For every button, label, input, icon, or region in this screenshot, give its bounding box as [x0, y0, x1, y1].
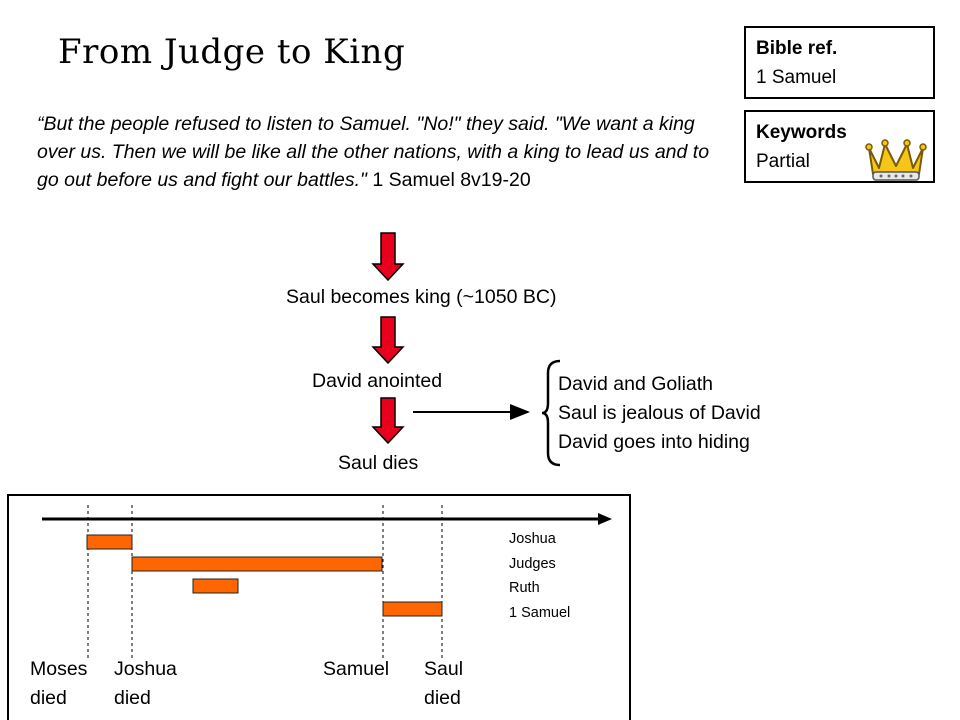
curly-brace-icon — [541, 359, 561, 467]
bible-ref-header: Bible ref. — [756, 38, 838, 59]
flow-step-david-anointed: David anointed — [312, 370, 443, 392]
label-saul-died: Saul died — [424, 655, 463, 713]
label-line: died — [424, 687, 461, 709]
crown-icon — [865, 139, 927, 181]
bible-ref-box: Bible ref. 1 Samuel — [744, 26, 935, 99]
quote-reference: 1 Samuel 8v19-20 — [366, 169, 531, 191]
scripture-quote: “But the people refused to listen to Sam… — [37, 110, 727, 194]
down-arrow-icon — [371, 397, 405, 445]
keywords-header: Keywords — [756, 122, 847, 143]
bar-judges — [131, 556, 383, 572]
flow-step-saul-dies: Saul dies — [338, 452, 419, 474]
timeline-frame — [7, 494, 631, 720]
books-legend: Joshua Judges Ruth 1 Samuel — [509, 527, 570, 625]
down-arrow-icon — [371, 232, 405, 282]
bar-ruth — [192, 578, 239, 594]
bar-1-samuel — [382, 601, 443, 617]
label-line: Joshua — [114, 658, 177, 680]
event-item: Saul is jealous of David — [558, 402, 761, 424]
book-label: 1 Samuel — [509, 604, 571, 621]
bar-joshua — [86, 534, 133, 550]
bible-ref-value: 1 Samuel — [756, 67, 837, 88]
flow-step-saul-king: Saul becomes king (~1050 BC) — [286, 286, 557, 308]
timeline-arrow-icon — [598, 513, 612, 525]
quote-text: “But the people refused to listen to Sam… — [37, 113, 710, 191]
label-line: died — [30, 687, 67, 709]
event-item: David goes into hiding — [558, 431, 750, 453]
keywords-value: Partial — [756, 151, 810, 172]
events-list: David and Goliath Saul is jealous of Dav… — [558, 370, 761, 457]
page-title: From Judge to King — [58, 32, 406, 72]
label-samuel: Samuel — [323, 658, 390, 680]
book-label: Judges — [509, 555, 556, 572]
book-label: Ruth — [509, 580, 540, 596]
label-line: Saul — [424, 658, 464, 680]
down-arrow-icon — [371, 316, 405, 365]
label-line: Moses — [30, 658, 88, 680]
keywords-box: Keywords Partial — [744, 110, 935, 183]
label-joshua-died: Joshua died — [114, 655, 177, 713]
book-label: Joshua — [509, 531, 556, 547]
label-line: died — [114, 687, 151, 709]
label-moses-died: Moses died — [30, 655, 87, 713]
event-item: David and Goliath — [558, 373, 714, 395]
